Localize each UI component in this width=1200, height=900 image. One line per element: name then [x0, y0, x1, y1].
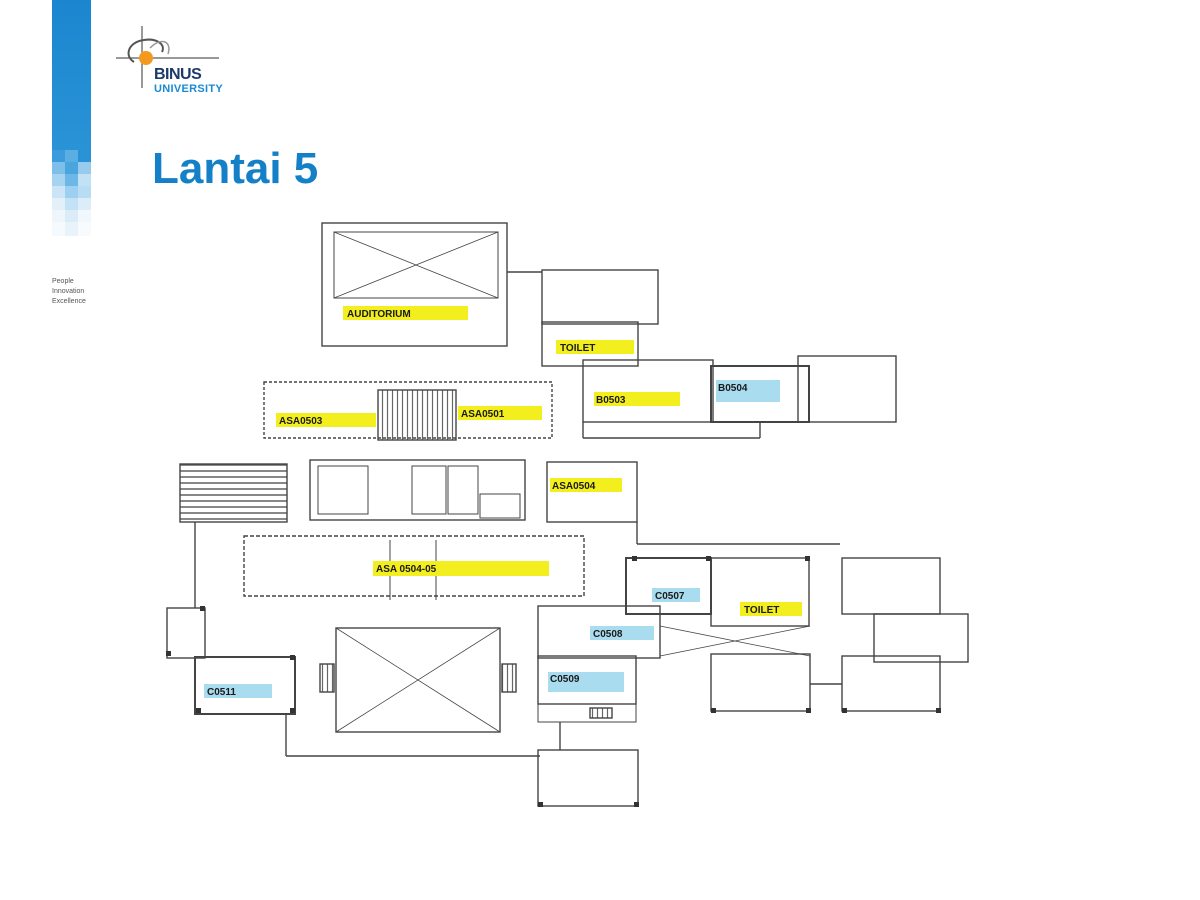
label-asa0504: ASA0504 — [552, 481, 596, 492]
room-bottom — [537, 749, 639, 807]
toilet-c-room — [710, 557, 810, 627]
room-right-2 — [873, 613, 969, 663]
logo-wordmark: BINUS UNIVERSITY — [154, 66, 224, 96]
label-asa-0504-05: ASA 0504-05 — [376, 564, 437, 575]
room-far-right — [797, 355, 897, 423]
floor-plan-map: AUDITORIUM TOILET B0503 B0504 ASA0503 AS… — [166, 222, 969, 807]
label-c0511: C0511 — [207, 687, 236, 698]
label-asa0503: ASA0503 — [279, 416, 323, 427]
brand-subtitle: UNIVERSITY — [154, 83, 224, 95]
room-right-3 — [841, 655, 941, 712]
label-c0508: C0508 — [593, 629, 623, 640]
room-right-1 — [841, 557, 941, 615]
room-lower-mid — [710, 653, 811, 712]
label-toilet-top: TOILET — [560, 343, 595, 354]
tagline-people: People — [52, 278, 74, 285]
label-b0503: B0503 — [596, 395, 626, 406]
side-decoration-bar — [52, 0, 91, 250]
tagline: People Innovation Excellence — [52, 277, 86, 307]
mosaic-pattern — [52, 150, 91, 250]
room-top-right — [541, 269, 659, 325]
label-c0507: C0507 — [655, 591, 685, 602]
label-auditorium: AUDITORIUM — [347, 309, 411, 320]
tagline-innovation: Innovation — [52, 288, 85, 295]
brand-name: BINUS — [154, 66, 202, 83]
asa0504-room — [546, 461, 638, 523]
b0503-room — [582, 359, 714, 423]
label-b0504: B0504 — [718, 383, 748, 394]
c0508-room — [537, 605, 661, 659]
toilet-top-room — [541, 321, 639, 367]
label-toilet-c: TOILET — [744, 605, 779, 616]
page-title: Lantai 5 — [152, 144, 319, 193]
label-asa0501: ASA0501 — [461, 409, 505, 420]
void-area — [335, 627, 501, 733]
binus-logo-icon — [116, 26, 219, 88]
tagline-excellence: Excellence — [52, 298, 86, 305]
auditorium-room — [321, 222, 508, 347]
c0511-room — [194, 656, 296, 715]
label-c0509: C0509 — [550, 674, 580, 685]
